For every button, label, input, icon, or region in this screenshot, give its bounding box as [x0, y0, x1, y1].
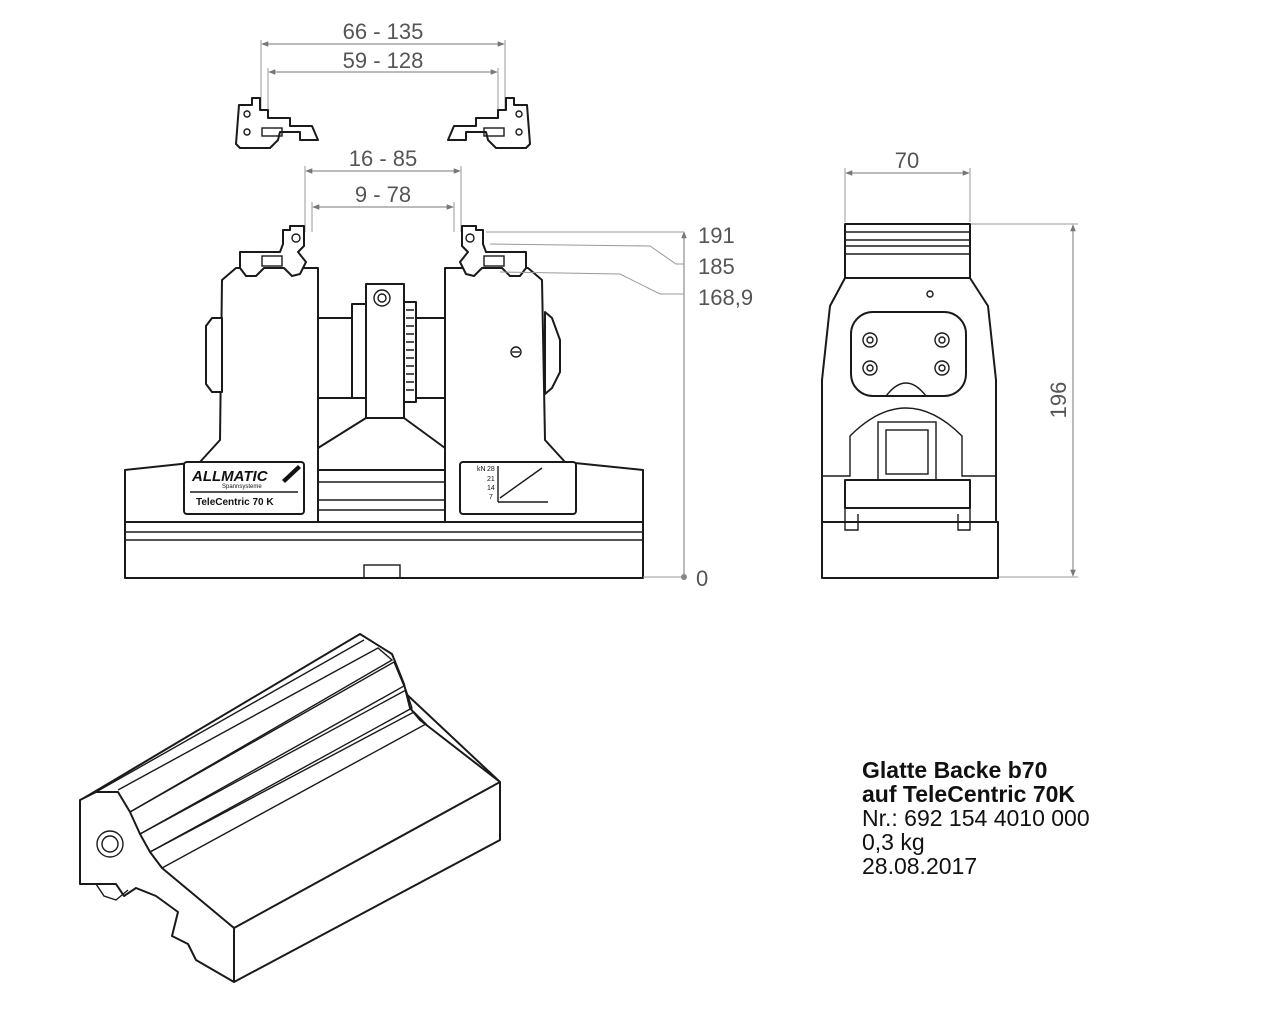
force-tick-21: 21	[487, 476, 495, 483]
height-dimensions: 191 185 168,9 0	[486, 223, 753, 591]
title-block: Glatte Backe b70 auf TeleCentric 70K Nr.…	[862, 758, 1090, 878]
drawing-date: 28.08.2017	[862, 853, 978, 879]
jaw-right-loose	[447, 97, 531, 149]
dim-height-total: 196	[1046, 382, 1071, 419]
part-name: Glatte Backe b70	[862, 757, 1048, 783]
dim-mid-outer: 16 - 85	[349, 146, 418, 171]
dim-top-outer: 66 - 135	[343, 19, 424, 44]
force-tick-7: 7	[489, 494, 493, 501]
brand-logo: ALLMATIC	[191, 468, 269, 485]
mid-jaw-dimensions: 16 - 85 9 - 78	[304, 146, 462, 232]
part-subtitle: auf TeleCentric 70K	[862, 781, 1076, 807]
force-tick-28: 28	[487, 466, 495, 473]
dim-185: 185	[698, 254, 735, 279]
force-tick-14: 14	[487, 485, 495, 492]
top-jaw-dimensions: 66 - 135 59 - 128	[260, 19, 506, 110]
force-unit: kN	[477, 466, 486, 473]
part-number: Nr.: 692 154 4010 000	[862, 805, 1090, 831]
vise-side-view: 70 196	[821, 148, 1078, 579]
dim-168: 168,9	[698, 285, 753, 310]
dim-mid-inner: 9 - 78	[355, 182, 411, 207]
dim-0: 0	[696, 566, 708, 591]
dim-top-inner: 59 - 128	[343, 48, 424, 73]
jaw-isometric-view	[79, 633, 501, 983]
dim-191: 191	[698, 223, 735, 248]
jaw-left-loose	[235, 97, 319, 149]
model-label: TeleCentric 70 K	[196, 497, 274, 508]
part-weight: 0,3 kg	[862, 829, 925, 855]
brand-sub: Spannsysteme	[222, 484, 262, 490]
vise-front-view: ALLMATIC Spannsysteme TeleCentric 70 K k…	[124, 225, 644, 579]
dim-width: 70	[895, 148, 919, 173]
